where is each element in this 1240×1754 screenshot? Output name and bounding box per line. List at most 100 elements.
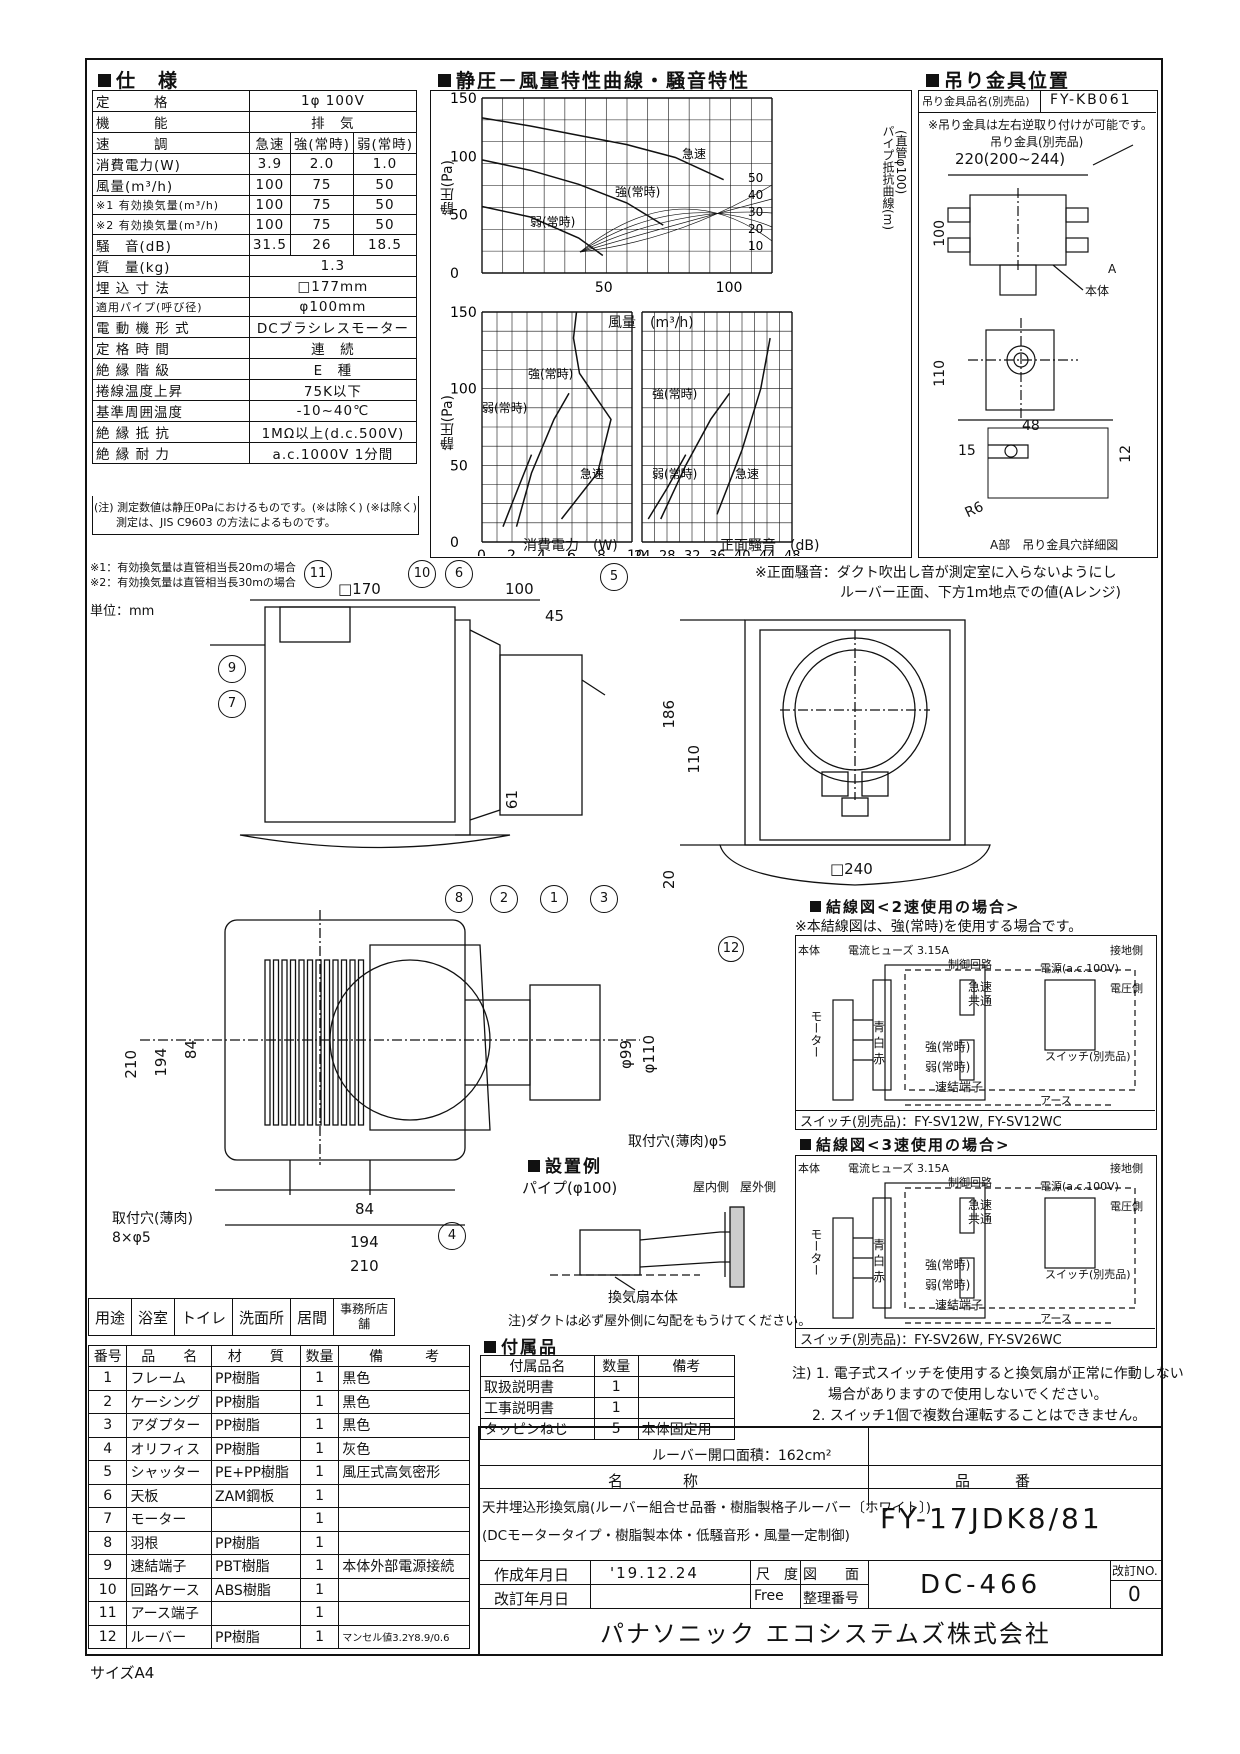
right-xtick: 44 xyxy=(759,549,776,556)
parts-cell: 灰色 xyxy=(338,1436,470,1461)
tb-name-line2: (DCモータータイプ・樹脂製本体・低騒音形・風量一定制御) xyxy=(482,1528,850,1544)
left-xtick: 6 xyxy=(567,548,576,556)
wiring-motor: モーター xyxy=(809,1010,823,1058)
right-panel-series-0 xyxy=(716,337,771,515)
right-label-jaku: 弱(常時) xyxy=(652,467,697,481)
wiring-honntai: 本体 xyxy=(798,1162,820,1175)
parts-cell: 1 xyxy=(299,1507,340,1532)
spec-label: 電 動 機 形 式 xyxy=(92,316,250,339)
parts-cell: 1 xyxy=(299,1460,340,1485)
parts-cell: 風圧式高気密形 xyxy=(338,1460,470,1485)
usage-item: 事務所店舗 xyxy=(333,1298,396,1336)
spec-row: 質 量(kg)1.3 xyxy=(92,254,418,277)
parts-header: 品 名 xyxy=(126,1345,212,1367)
parts-cell xyxy=(211,1507,301,1532)
parts-cell: 1 xyxy=(299,1413,340,1438)
parts-cell: 1 xyxy=(299,1483,340,1508)
parts-cell: 7 xyxy=(87,1507,128,1532)
spec-label: 質 量(kg) xyxy=(92,254,250,277)
pipe-curve xyxy=(579,212,773,253)
front-callout-12: 12 xyxy=(718,936,744,962)
hanger-a-label: A xyxy=(1108,262,1117,276)
spec-value: -10~40℃ xyxy=(248,400,418,423)
callout-circle: 8 xyxy=(445,885,473,913)
front-dim-186: 186 xyxy=(660,700,678,729)
wiring3-switch: スイッチ(別売品)：FY-SV26W, FY-SV26WC xyxy=(800,1333,1062,1348)
louver-area: ルーバー開口面積：162cm² xyxy=(652,1448,832,1464)
spec-value: 50 xyxy=(352,174,418,196)
side-dim-170: □170 xyxy=(338,580,381,598)
tb-created-label: 作成年月日 xyxy=(494,1566,570,1584)
right-label-kyu: 急速 xyxy=(735,466,759,481)
left-panel-series-0 xyxy=(560,311,612,520)
parts-cell: 9 xyxy=(87,1554,128,1579)
louver-slat xyxy=(264,959,271,1126)
hanger-dim-15: 15 xyxy=(958,443,976,459)
tb-scale-label: 尺 度 xyxy=(756,1567,798,1583)
right-xtick: 48 xyxy=(784,549,801,556)
wiring-color: 赤 xyxy=(873,1052,886,1066)
note-line2: 場合がありますので使用しないでください。 xyxy=(828,1387,1108,1403)
wiring2-switch: スイッチ(別売品)：FY-SV12W, FY-SV12WC xyxy=(800,1115,1062,1130)
parts-cell: 10 xyxy=(87,1577,128,1602)
parts-cell: 1 xyxy=(299,1624,340,1649)
parts-cell: アダプター xyxy=(126,1413,212,1438)
right-xtick: 36 xyxy=(709,549,726,556)
parts-cell: 6 xyxy=(87,1483,128,1508)
hanger-honntai: 本体 xyxy=(1085,284,1110,298)
spec-value: 100 xyxy=(248,174,291,196)
louver-slat xyxy=(306,959,314,1126)
spec-value: 2.0 xyxy=(289,153,354,175)
hole-label2a: 取付穴(薄肉) xyxy=(112,1211,193,1227)
spec-label: 消費電力(W) xyxy=(92,153,250,175)
hanger-title: 吊り金具位置 xyxy=(926,66,1070,93)
left-label-jaku: 弱(常時) xyxy=(482,401,527,415)
usage-item: トイレ xyxy=(174,1298,234,1336)
spec-value: 急速 xyxy=(248,132,291,154)
parts-cell: 8 xyxy=(87,1530,128,1555)
xlabel-left: 消費電力 (W) xyxy=(523,538,618,554)
spec-label: ※1 有効換気量(m³/h) xyxy=(92,194,250,216)
bottom-dim-110: φ110 xyxy=(640,1035,658,1074)
chart-ylabel-bottom: 静圧(Pa) xyxy=(440,395,456,451)
wiring-setsuchi: 接地側 xyxy=(1110,1162,1143,1175)
parts-cell: 天板 xyxy=(126,1483,212,1508)
wiring-kyo: 強(常時) xyxy=(925,1258,971,1272)
unit-label: 単位：mm xyxy=(90,604,155,619)
parts-cell: 1 xyxy=(299,1601,340,1626)
wiring-color: 青 xyxy=(873,1020,886,1034)
louver-slat xyxy=(349,959,356,1126)
spec-label: 基準周囲温度 xyxy=(92,400,250,423)
left-label-kyo: 強(常時) xyxy=(528,367,573,381)
wiring-switch: スイッチ(別売品) xyxy=(1045,1268,1131,1281)
parts-cell: 1 xyxy=(299,1577,340,1602)
spec-label: 騒 音(dB) xyxy=(92,233,250,256)
spec-note-box xyxy=(92,496,419,535)
parts-cell: 1 xyxy=(299,1389,340,1414)
bottom-dim-210-v: 210 xyxy=(122,1050,140,1079)
right-panel-series-1 xyxy=(660,392,731,520)
parts-cell: PP樹脂 xyxy=(211,1530,301,1555)
top-xtick: 100 xyxy=(716,280,743,296)
xlabel-top: 風量 (m³/h) xyxy=(608,315,694,331)
parts-cell: 1 xyxy=(299,1554,340,1579)
spec-value: 1MΩ以上(d.c.500V) xyxy=(248,421,418,444)
parts-header: 材 質 xyxy=(211,1345,301,1367)
spec-value: 75K以下 xyxy=(248,379,418,402)
tb-product-number: FY-17JDK8/81 xyxy=(880,1502,1103,1535)
right-xtick: 28 xyxy=(659,549,676,556)
side-dim-100: 100 xyxy=(505,580,534,598)
callout-circle: 9 xyxy=(218,655,246,683)
spec-label: 風量(m³/h) xyxy=(92,174,250,196)
hole-label2b: 8×φ5 xyxy=(112,1230,151,1246)
install-note: 注)ダクトは必ず屋外側に勾配をもうけてください。 xyxy=(508,1314,812,1329)
install-inside: 屋内側 xyxy=(693,1180,730,1194)
right-label-kyo: 強(常時) xyxy=(652,387,697,401)
chart-title: 静圧－風量特性曲線・騒音特性 xyxy=(438,66,750,93)
chart-ylabel-top: 静圧(Pa) xyxy=(440,160,456,216)
